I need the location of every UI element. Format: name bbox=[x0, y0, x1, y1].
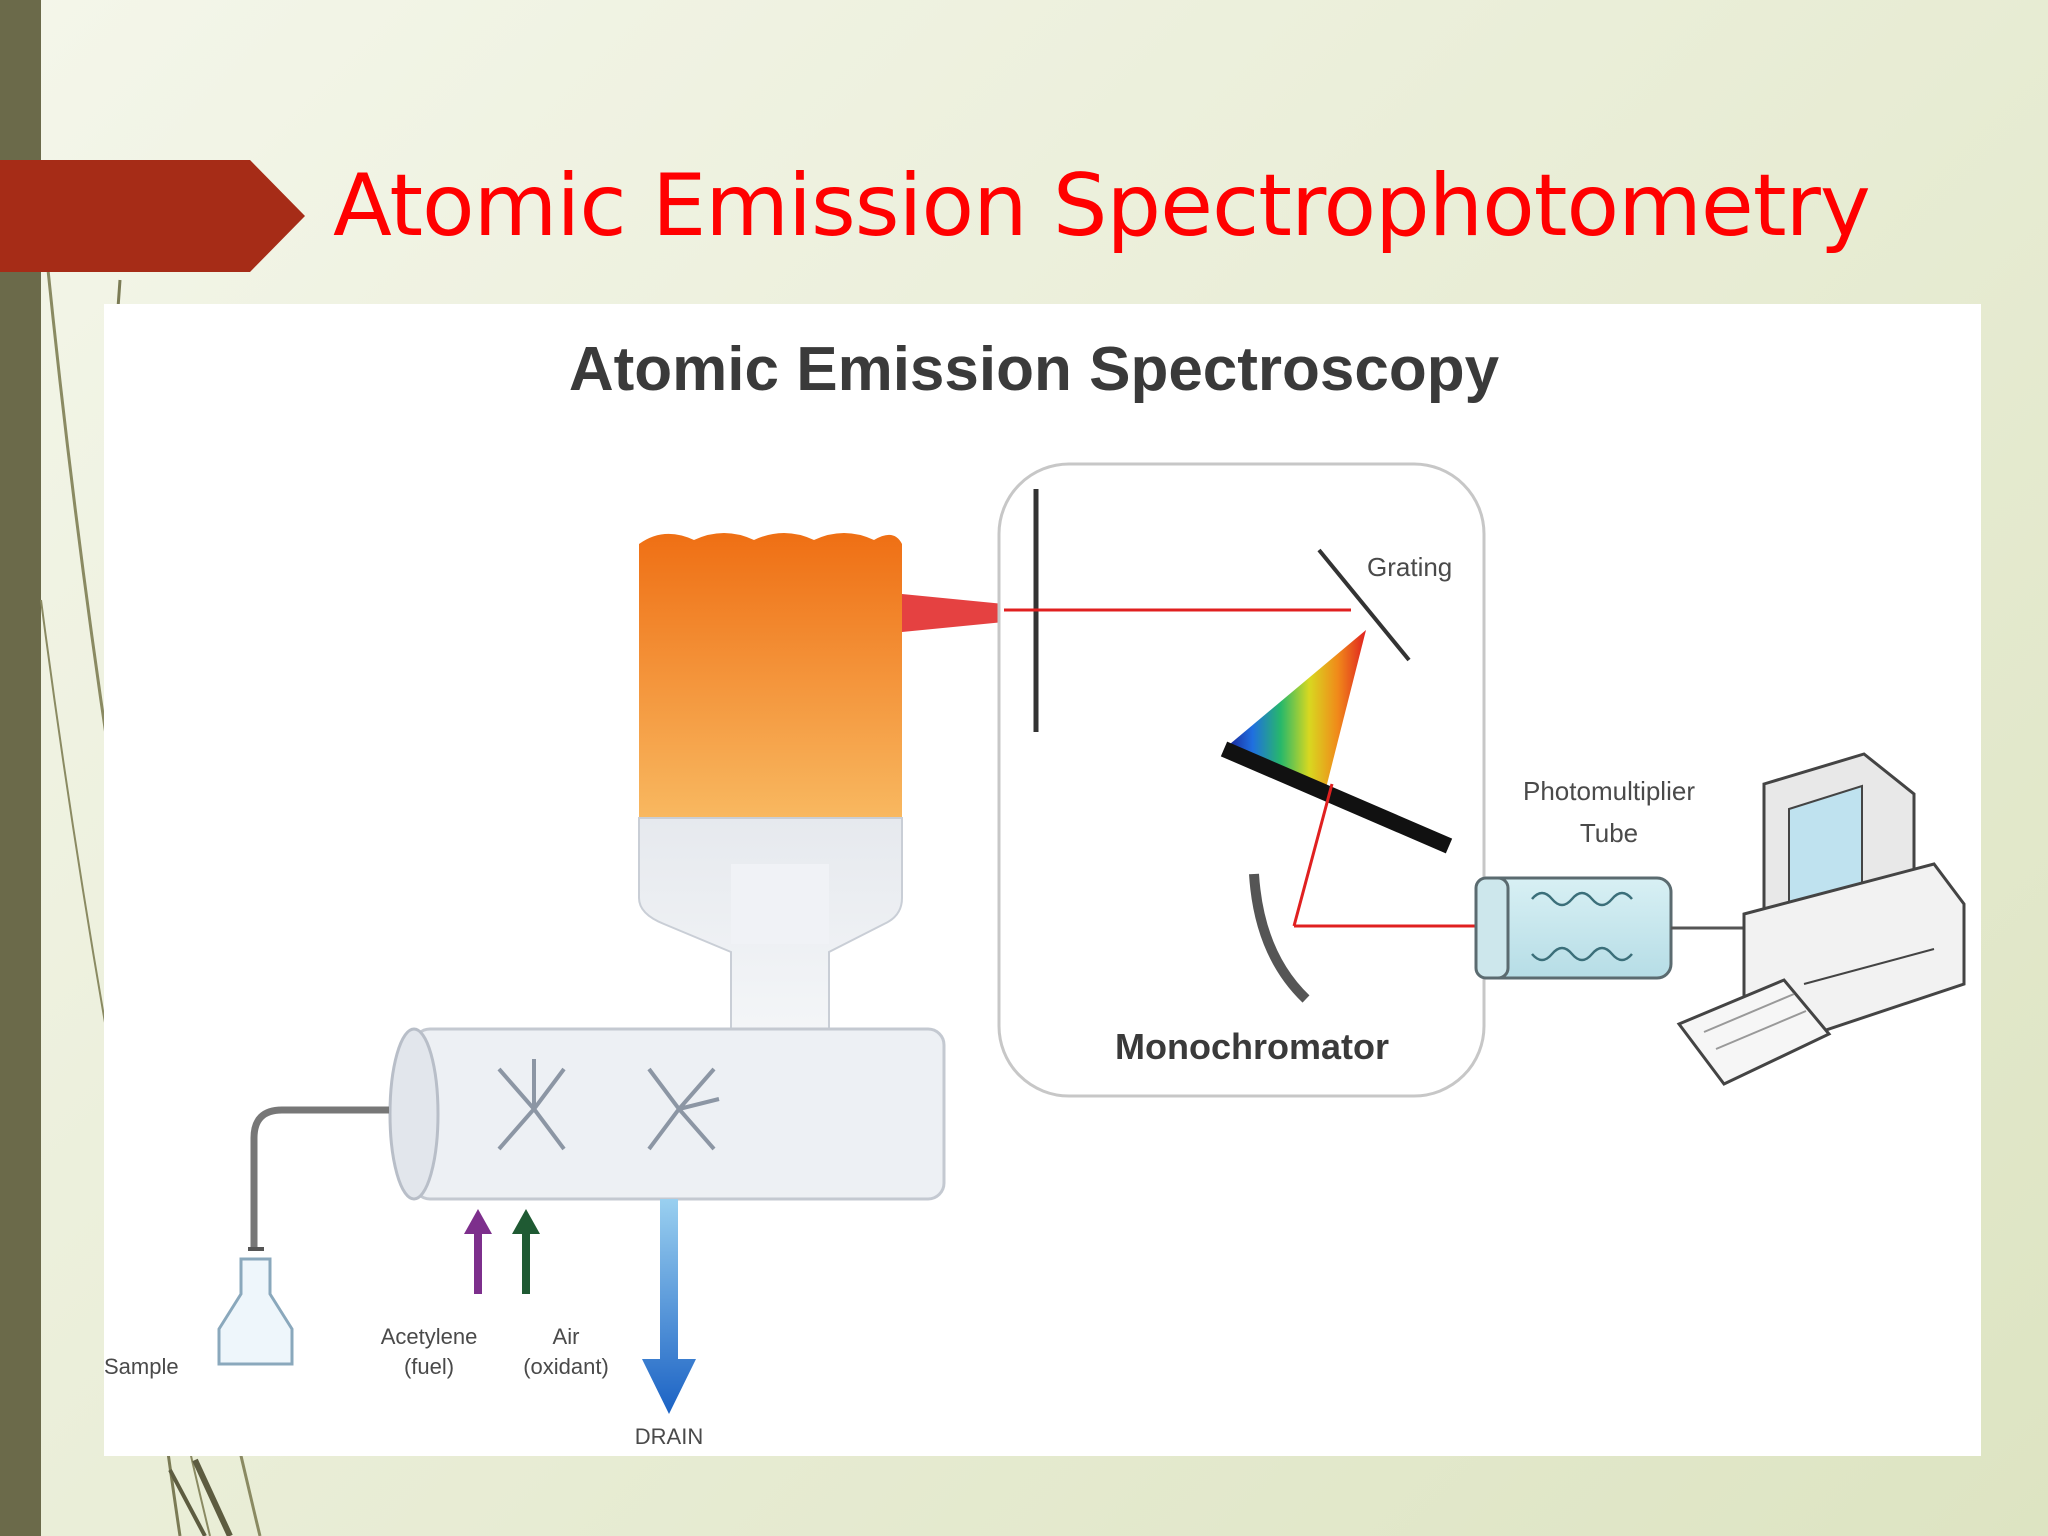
monochromator-label: Monochromator bbox=[1115, 1026, 1389, 1067]
concave-mirror-icon bbox=[1249, 873, 1310, 1003]
computer-icon bbox=[1676, 752, 1966, 1086]
spectroscopy-diagram: Atomic Emission Spectroscopy Grating Mon… bbox=[104, 335, 1966, 1449]
grating-label: Grating bbox=[1367, 552, 1452, 582]
slide-title: Atomic Emission Spectrophotometry bbox=[333, 156, 1871, 256]
grating-icon bbox=[1317, 548, 1411, 662]
diagram-heading: Atomic Emission Spectroscopy bbox=[569, 335, 1500, 404]
fuel-arrow-icon bbox=[464, 1209, 492, 1294]
sample-label: Sample bbox=[104, 1354, 179, 1379]
fuel-label-line2: (fuel) bbox=[404, 1354, 454, 1379]
drain-arrow-icon bbox=[642, 1199, 696, 1414]
arrow-shape bbox=[0, 160, 305, 272]
pmt-label-line2: Tube bbox=[1580, 818, 1638, 848]
flame-burner-icon bbox=[638, 533, 903, 1040]
oxidant-label-line1: Air bbox=[553, 1324, 580, 1349]
pmt-label-line1: Photomultiplier bbox=[1523, 776, 1695, 806]
fuel-label-line1: Acetylene bbox=[381, 1324, 478, 1349]
drain-label: DRAIN bbox=[635, 1424, 703, 1449]
sample-flask-icon bbox=[217, 1247, 294, 1366]
title-arrow-banner bbox=[0, 160, 305, 272]
exit-slit bbox=[1220, 741, 1453, 854]
nebulizer-icon bbox=[250, 1027, 946, 1249]
oxidant-arrow-icon bbox=[512, 1209, 540, 1294]
oxidant-label-line2: (oxidant) bbox=[523, 1354, 609, 1379]
emission-beam-cone bbox=[902, 594, 1004, 632]
dispersed-spectrum bbox=[1224, 630, 1366, 796]
beam-to-mirror bbox=[1292, 783, 1334, 927]
monochromator-box bbox=[997, 462, 1486, 1098]
photomultiplier-tube-icon bbox=[1474, 876, 1744, 980]
diagram-panel: Atomic Emission Spectroscopy Grating Mon… bbox=[104, 304, 1981, 1456]
